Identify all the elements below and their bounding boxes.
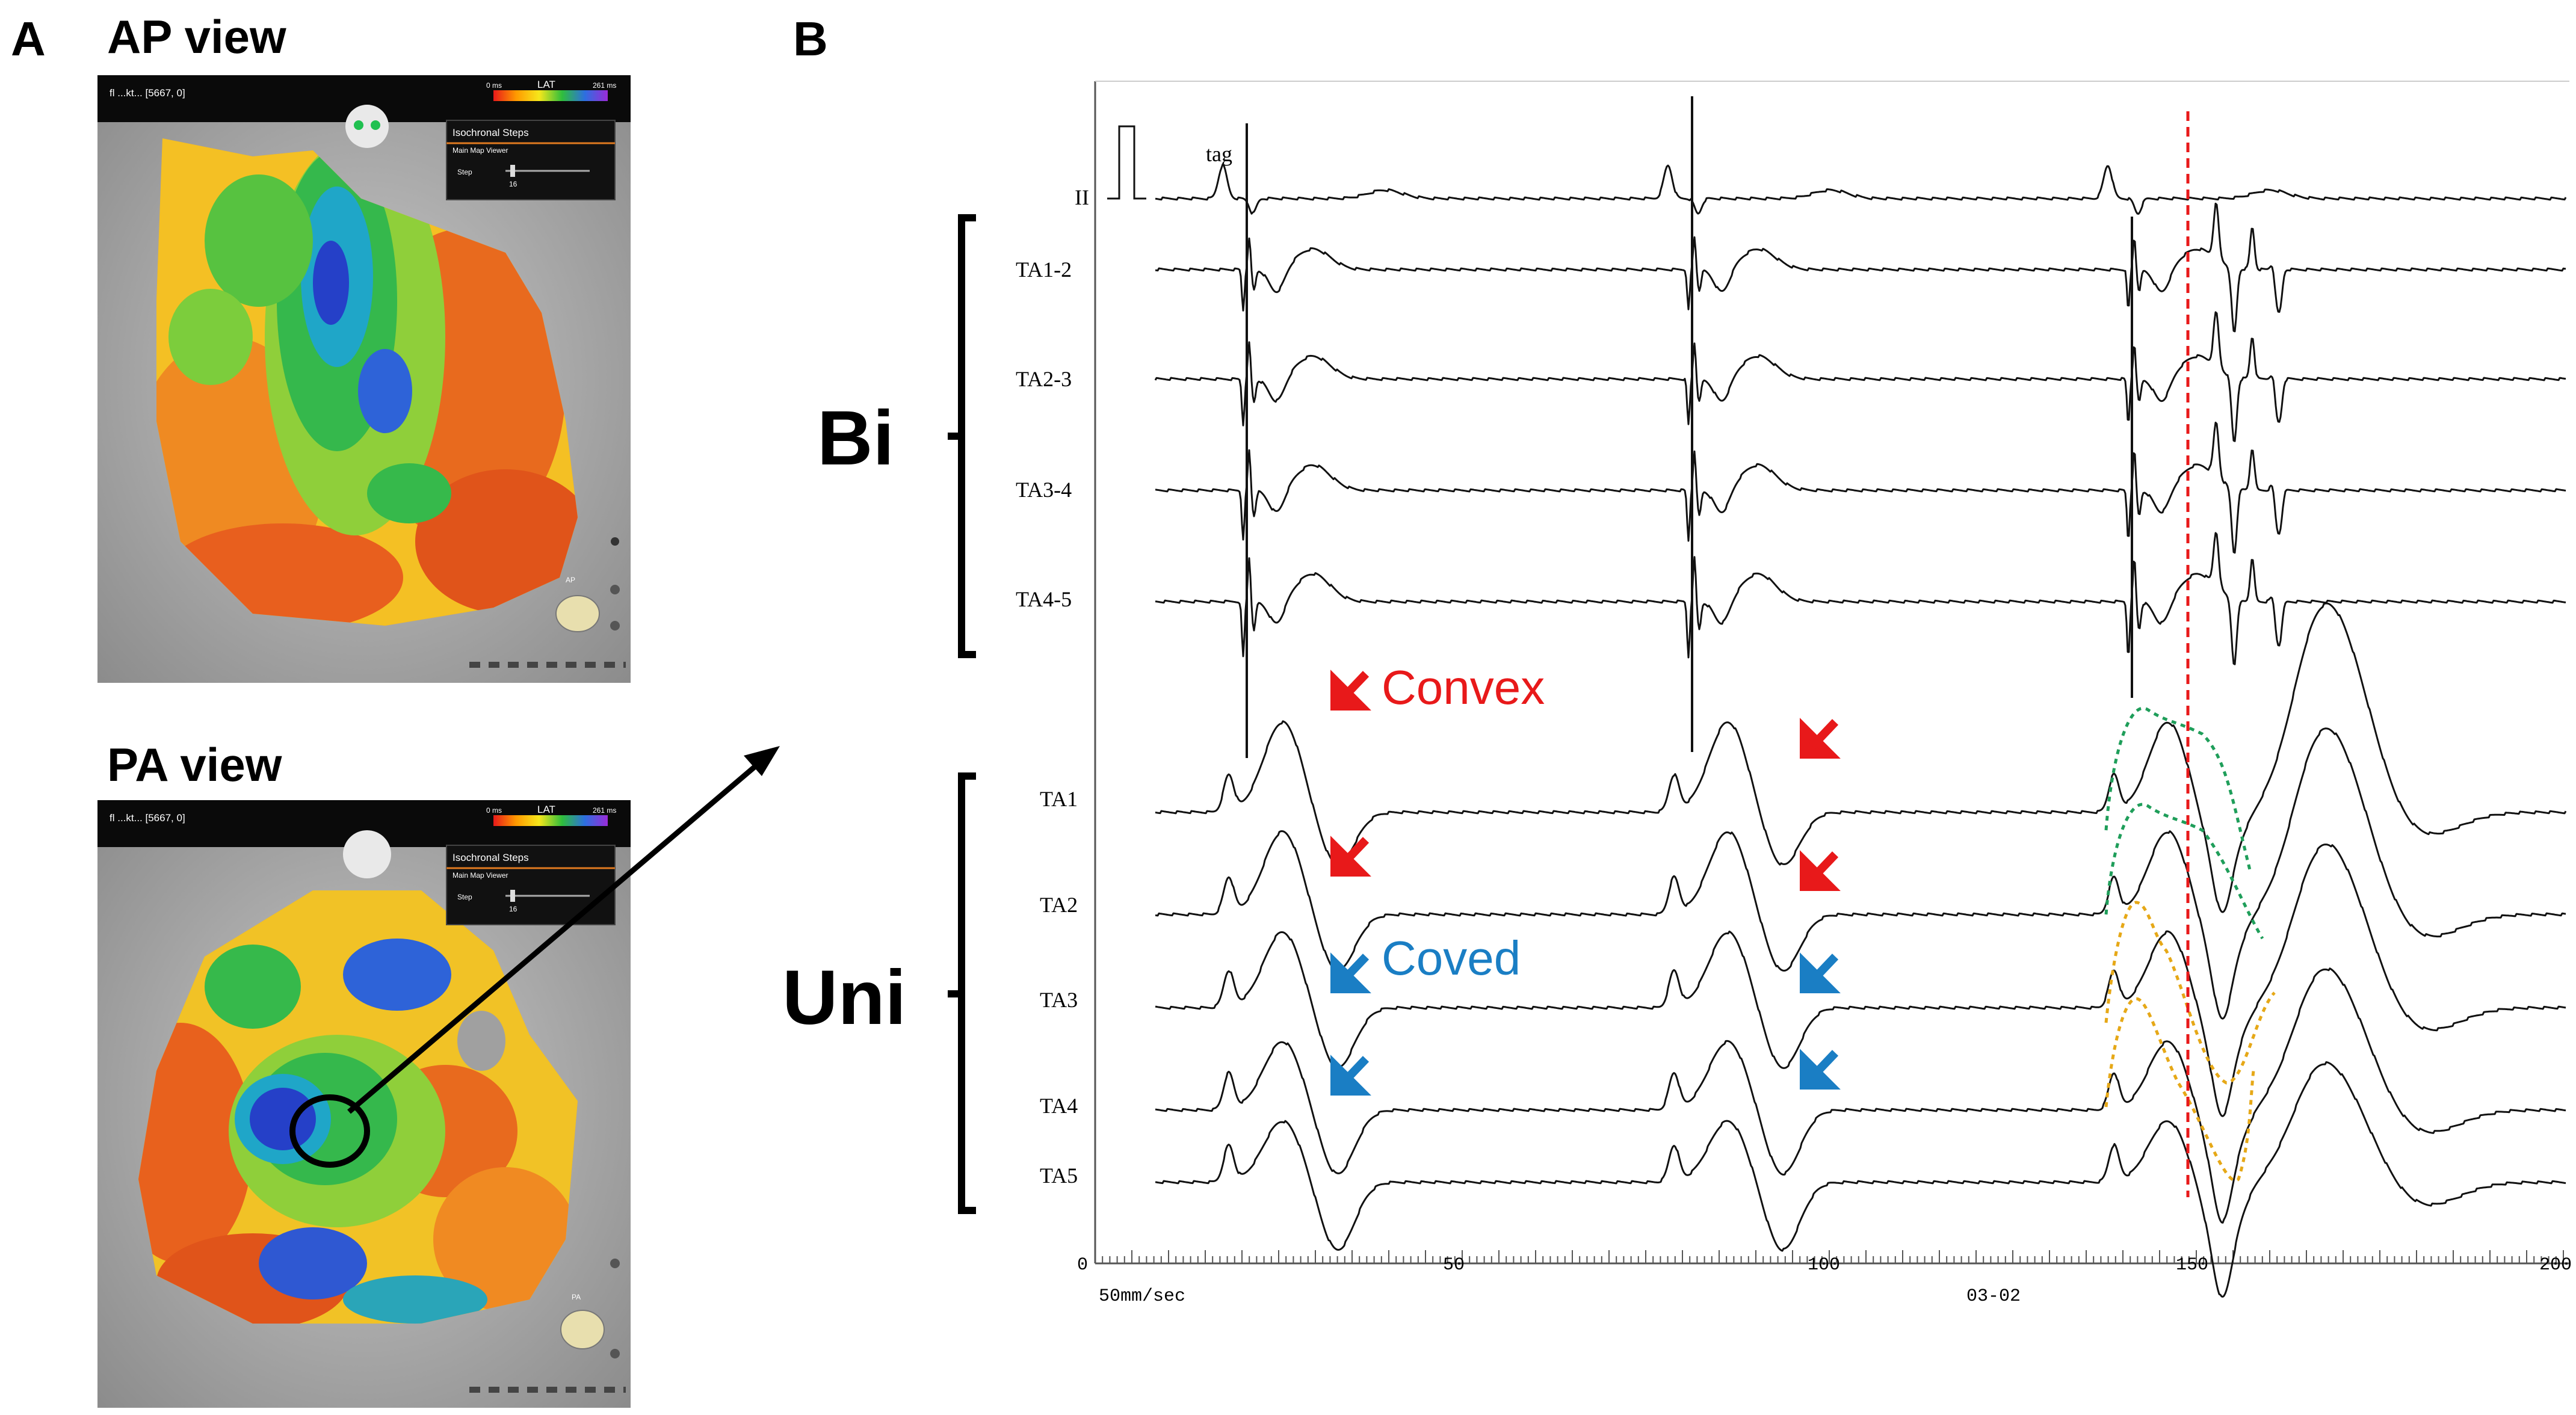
channel-label-TA5: TA5 [1040, 1164, 1078, 1188]
unipolar-group-label: Uni [782, 955, 906, 1041]
pa-orientation-heart-icon[interactable] [560, 1310, 605, 1349]
channel-label-TA3: TA3 [1040, 988, 1078, 1012]
axis-tick-100: 100 [1808, 1255, 1840, 1275]
channel-label-TA4-5: TA4-5 [1016, 587, 1072, 611]
trace-TA1-2 [1155, 202, 2566, 333]
channel-label-TA2-3: TA2-3 [1016, 367, 1072, 391]
ap-popup-title: Isochronal Steps [452, 127, 529, 138]
trace-TA2-3 [1154, 311, 2566, 442]
target-site-circle [289, 1094, 370, 1168]
bipolar-bracket [948, 214, 976, 658]
ap-popup-subtitle: Main Map Viewer [452, 146, 508, 155]
calibration-pulse [1107, 125, 1146, 200]
ap-view-title: AP view [107, 10, 286, 63]
coved-annotation: Coved [1382, 931, 1521, 985]
ap-step-label: Step [457, 168, 472, 176]
axis-tick-200: 200 [2539, 1255, 2572, 1275]
panel-letter-b: B [793, 12, 828, 66]
pointer-arrowhead [744, 746, 780, 776]
convex-arrow-icon-2 [1800, 718, 1841, 759]
pa-view-tag: PA [572, 1293, 581, 1301]
ap-lat-min: 0 ms [486, 81, 502, 90]
pa-view-title: PA view [107, 738, 282, 791]
pa-lat-colorbar [493, 815, 608, 826]
convex-annotation: Convex [1382, 661, 1545, 714]
ap-map-topbar: fl ...kt... [5667, 0] [110, 87, 185, 99]
trace-TA2 [1155, 727, 2566, 1020]
pa-step-value: 16 [509, 905, 517, 913]
channel-label-TA2: TA2 [1040, 893, 1078, 917]
ecg-panel: tag II TA1-2 TA2-3 TA3-4 TA4-5 TA1 TA2 T… [782, 81, 2572, 1307]
axis-tick-50: 50 [1443, 1255, 1465, 1275]
convex-arrow-icon-3 [1330, 836, 1371, 877]
channel-label-TA4: TA4 [1040, 1094, 1078, 1118]
convex-arrow-icon-1 [1330, 670, 1371, 711]
pa-popup-title: Isochronal Steps [452, 852, 529, 863]
pa-lat-max: 261 ms [593, 806, 616, 815]
ap-lat-label: LAT [537, 79, 555, 90]
trace-TA4-5 [1155, 532, 2566, 665]
coved-arrow-icon-4 [1800, 1049, 1841, 1090]
green-overlay-ta1 [2104, 706, 2252, 873]
pa-lat-min: 0 ms [486, 806, 502, 815]
axis-tick-150: 150 [2176, 1255, 2208, 1275]
trace-TA4 [1155, 967, 2566, 1224]
pa-lat-label: LAT [537, 804, 555, 815]
orange-overlay-ta4 [2104, 997, 2255, 1182]
pa-popup-subtitle: Main Map Viewer [452, 871, 508, 880]
pa-step-label: Step [457, 893, 472, 901]
trace-TA3 [1155, 843, 2566, 1117]
ap-map-image: fl ...kt... [5667, 0] LAT 0 ms 261 ms [97, 75, 631, 683]
bipolar-group-label: Bi [817, 395, 894, 481]
coved-arrow-icon-1 [1330, 952, 1371, 993]
pa-isochronal-popup[interactable]: Isochronal Steps Main Map Viewer Step 16 [446, 845, 616, 925]
ap-orientation-heart-icon[interactable] [555, 595, 600, 632]
panel-letter-a: A [11, 12, 46, 66]
pa-map-topbar: fl ...kt... [5667, 0] [110, 812, 185, 824]
channel-label-TA3-4: TA3-4 [1016, 478, 1072, 502]
coved-arrow-icon-3 [1330, 1055, 1371, 1096]
trace-TA5 [1155, 1061, 2566, 1298]
ap-step-value: 16 [509, 180, 517, 188]
ap-isochronal-popup[interactable]: Isochronal Steps Main Map Viewer Step 16 [446, 120, 616, 200]
sweep-speed: 50mm/sec [1099, 1286, 1185, 1307]
coved-arrow-icon-2 [1800, 952, 1841, 993]
axis-center-label: 03-02 [1966, 1286, 2021, 1307]
axis-tick-0: 0 [1077, 1255, 1088, 1275]
pointer-arrow-line [347, 760, 761, 1114]
trace-II [1155, 163, 2567, 215]
orange-overlay-ta3 [2104, 901, 2276, 1085]
channel-label-II: II [1075, 185, 1089, 209]
ap-lat-colorbar [493, 90, 608, 101]
trace-TA1 [1155, 602, 2567, 913]
pa-map-image: fl ...kt... [5667, 0] LAT 0 ms 261 ms Is… [97, 800, 631, 1408]
trace-TA3-4 [1155, 421, 2566, 554]
channel-label-TA1-2: TA1-2 [1016, 257, 1072, 282]
unipolar-bracket [948, 772, 976, 1214]
convex-arrow-icon-4 [1800, 850, 1841, 891]
ap-lat-max: 261 ms [593, 81, 616, 90]
ap-view-tag: AP [566, 576, 575, 584]
green-overlay-ta2 [2104, 803, 2264, 940]
tag-label: tag [1206, 142, 1232, 166]
channel-label-TA1: TA1 [1040, 787, 1078, 811]
